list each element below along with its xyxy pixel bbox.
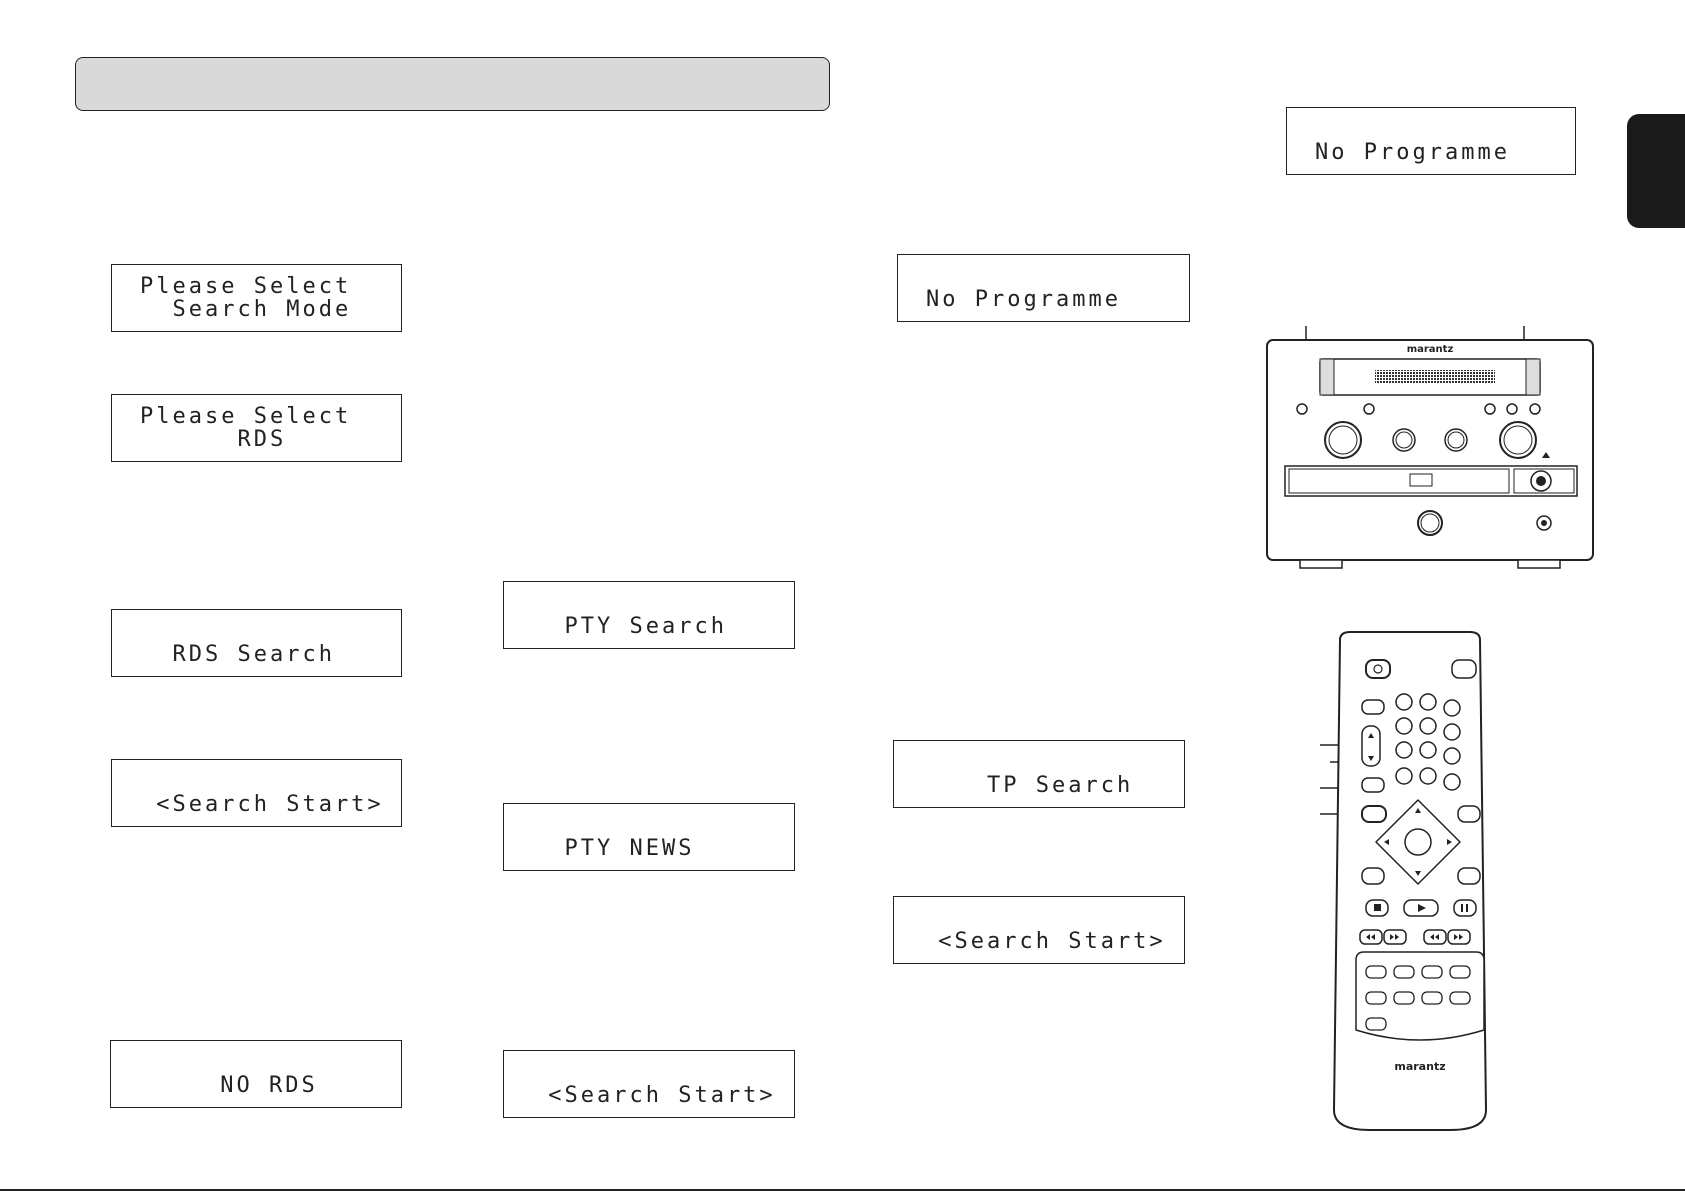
lcd-line-2: RDS Search xyxy=(140,642,335,667)
lcd-line-2: No Programme xyxy=(1315,140,1510,165)
lcd-display-rds-search: RDS Search xyxy=(111,609,402,677)
lcd-line-2: PTY NEWS xyxy=(532,836,695,861)
main-unit-front-panel-illustration: marantz xyxy=(1266,326,1594,569)
lcd-display-please-select-search-mode: Please Select Search Mode xyxy=(111,264,402,332)
lcd-display-tp-search: TP Search xyxy=(893,740,1185,808)
lcd-line-2: <Search Start> xyxy=(140,792,384,817)
remote-brand-logo: marantz xyxy=(1394,1060,1445,1073)
lcd-line-2: RDS xyxy=(140,427,287,452)
lcd-line-1: Please Select xyxy=(140,404,352,429)
section-header-bar xyxy=(75,57,830,111)
page-bottom-rule xyxy=(0,1189,1685,1191)
lcd-line-1: Please Select xyxy=(140,274,352,299)
lcd-line-2: <Search Start> xyxy=(532,1083,776,1108)
device-brand-logo: marantz xyxy=(1407,344,1454,355)
lcd-display-pty-news: PTY NEWS xyxy=(503,803,795,871)
lcd-display-search-start-1: <Search Start> xyxy=(111,759,402,827)
remote-control-illustration: marantz xyxy=(1320,631,1488,1131)
lcd-display-no-programme-1: No Programme xyxy=(897,254,1190,322)
lcd-line-2: NO RDS xyxy=(139,1073,318,1098)
language-side-tab xyxy=(1627,114,1685,228)
lcd-line-2: No Programme xyxy=(926,287,1121,312)
lcd-display-pty-search: PTY Search xyxy=(503,581,795,649)
lcd-display-please-select-rds: Please Select RDS xyxy=(111,394,402,462)
lcd-line-2: Search Mode xyxy=(140,297,352,322)
lcd-display-search-start-2: <Search Start> xyxy=(503,1050,795,1118)
lcd-display-no-rds: NO RDS xyxy=(110,1040,402,1108)
lcd-line-2: TP Search xyxy=(922,773,1134,798)
lcd-display-no-programme-2: No Programme xyxy=(1286,107,1576,175)
lcd-line-2: <Search Start> xyxy=(922,929,1166,954)
lcd-display-search-start-3: <Search Start> xyxy=(893,896,1185,964)
lcd-line-2: PTY Search xyxy=(532,614,727,639)
